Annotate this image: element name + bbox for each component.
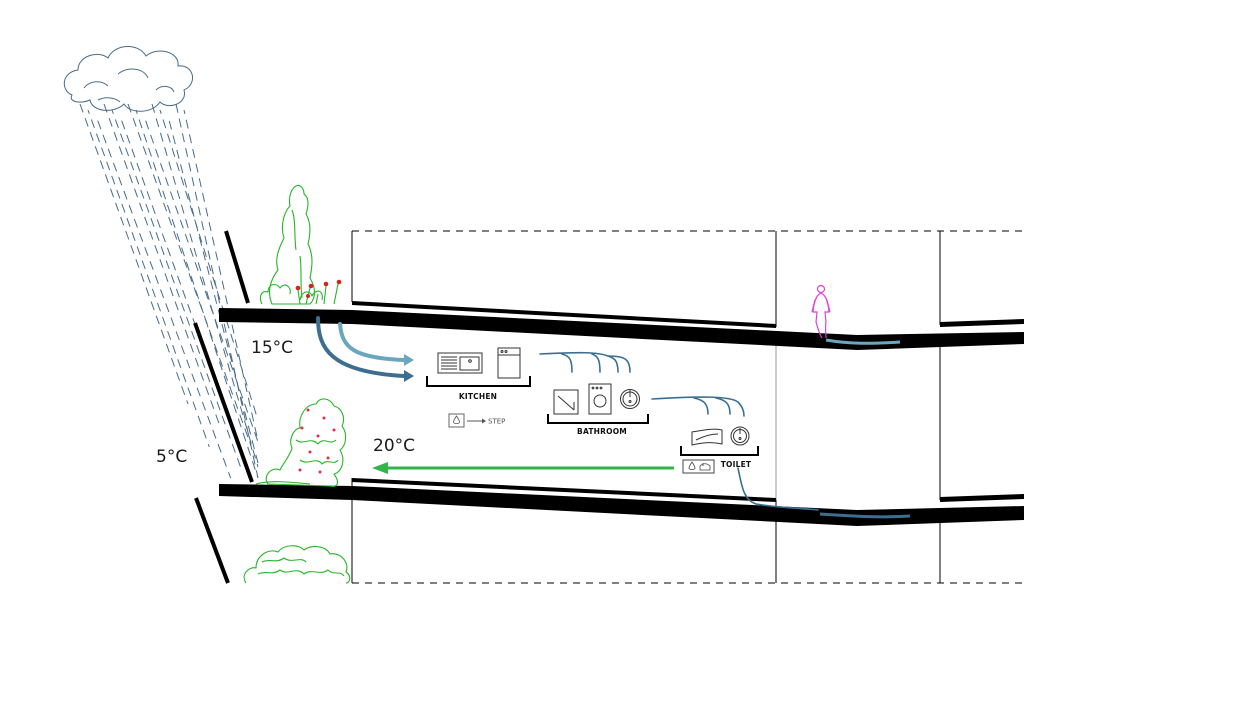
dishwasher-icon	[497, 347, 521, 379]
upper-slab	[219, 301, 1024, 350]
kitchen-label: KITCHEN	[459, 392, 497, 401]
shrub-icon	[255, 398, 347, 487]
roof-temperature: 15°C	[251, 338, 293, 358]
water-flow-kitchen-to-bathroom	[539, 351, 631, 373]
floor-outline	[351, 230, 1022, 584]
bathroom-bracket	[547, 414, 649, 424]
bush-icon	[243, 545, 351, 584]
rain-streak	[151, 103, 259, 468]
rain-streak	[159, 109, 259, 421]
rain-streak	[135, 109, 259, 479]
berry-dots	[298, 408, 336, 474]
toilet-bracket	[680, 446, 759, 456]
facade	[193, 230, 254, 584]
flower-icon	[295, 279, 342, 305]
cloud-icon	[63, 46, 193, 112]
rain-streak	[103, 103, 221, 426]
step-legend: STEP	[448, 413, 505, 428]
washbasin-icon	[730, 426, 750, 446]
water-flow-to-sewer	[737, 467, 819, 511]
bathroom-group: BATHROOM	[547, 383, 649, 436]
water-drop-icon	[688, 461, 696, 470]
toilet-label: TOILET	[721, 460, 752, 469]
inside-temperature: 20°C	[373, 436, 415, 456]
water-flow-bathroom-to-toilet	[651, 396, 745, 417]
water-flow-roof	[316, 316, 414, 382]
rain-streak	[143, 115, 259, 443]
water-flow-roof-surface	[819, 338, 911, 519]
rain-streak	[127, 103, 252, 447]
water-drop-icon	[448, 413, 465, 428]
rain-streak	[167, 115, 259, 464]
tree-icon	[259, 184, 323, 305]
lower-slab	[219, 478, 1024, 526]
washing-machine-icon	[588, 383, 612, 415]
outside-temperature: 5°C	[156, 447, 187, 467]
person-icon	[811, 284, 831, 339]
rain-streak	[79, 103, 189, 405]
toilet-icon	[691, 428, 723, 446]
rain-streak	[119, 115, 231, 422]
sink-icon	[437, 352, 483, 374]
rain-streak	[95, 115, 232, 479]
toilet-small-icon	[699, 463, 711, 471]
washbasin-icon	[620, 389, 640, 409]
rain-streak	[175, 103, 259, 479]
rain-streak	[111, 109, 242, 469]
flush-legend	[682, 459, 715, 474]
rain-icon	[79, 103, 259, 479]
kitchen-group: KITCHEN STEP	[426, 347, 531, 428]
rain-streak	[183, 109, 259, 442]
rain-streak	[87, 109, 210, 448]
toilet-group: TOILET	[680, 426, 759, 474]
heat-flow-arrow	[372, 462, 674, 474]
step-label: STEP	[488, 418, 505, 426]
bathroom-label: BATHROOM	[577, 427, 627, 436]
shower-icon	[553, 389, 579, 415]
kitchen-bracket	[426, 376, 531, 387]
